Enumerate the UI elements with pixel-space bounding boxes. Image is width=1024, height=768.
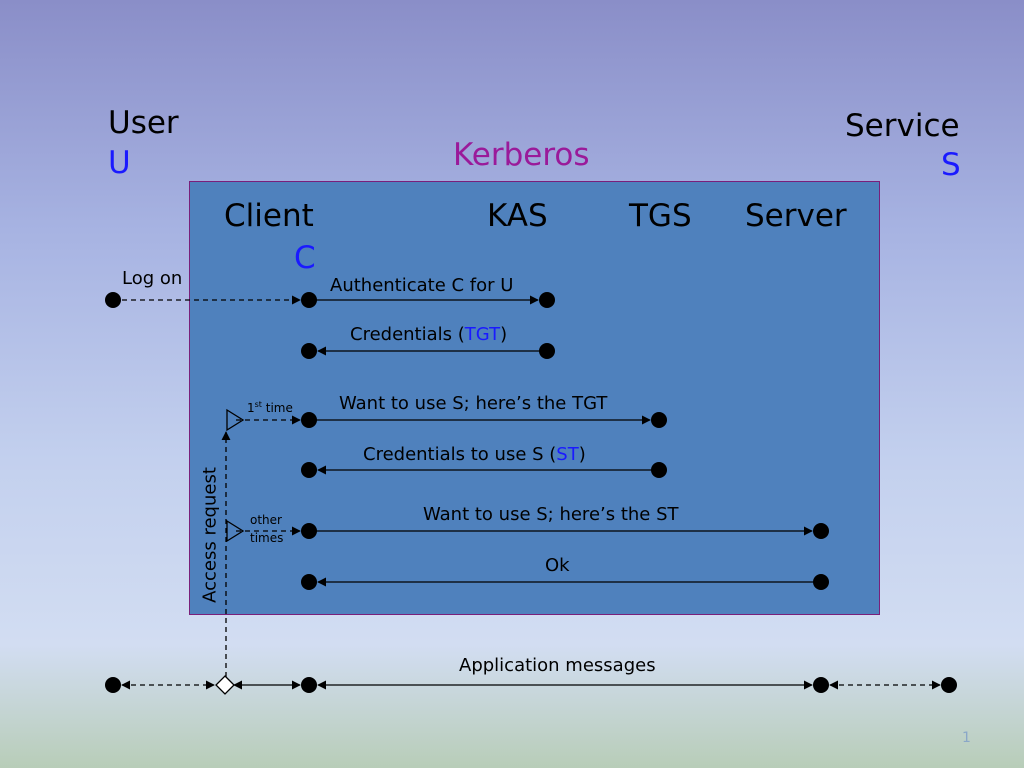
client-symbol: C [294,240,316,276]
dot [651,462,667,478]
access-diamond [215,675,235,695]
application-messages-label: Application messages [459,655,656,676]
dot [813,574,829,590]
other-times-triangle [226,519,245,543]
user-symbol: U [108,145,131,181]
dot [539,343,555,359]
dot [105,292,121,308]
other-label: other [250,513,282,527]
tgs-header: TGS [629,198,692,234]
times-label: times [250,531,284,545]
tgt-token: TGT [464,324,501,345]
dot [105,677,121,693]
authenticate-label: Authenticate C for U [330,275,514,296]
credentials-suffix: ) [500,324,508,345]
cred-s-prefix: Credentials to use S ( [363,444,557,465]
client-header: Client [224,198,314,234]
cred-s-suffix: ) [578,444,586,465]
st-token: ST [556,444,579,465]
want-tgt-label: Want to use S; here’s the TGT [339,393,608,414]
ok-label: Ok [545,555,570,576]
dot [301,292,317,308]
first-time-label: 1st time [247,400,293,415]
first-sup: st [254,400,262,409]
service-symbol: S [941,147,961,183]
kas-header: KAS [487,198,548,234]
log-on-label: Log on [122,268,183,289]
server-header: Server [745,198,847,234]
dot [301,574,317,590]
kerberos-box [189,181,880,615]
credentials-st-label: Credentials to use S (ST) [363,446,586,464]
dot [301,412,317,428]
service-title: Service [845,108,960,144]
credentials-prefix: Credentials ( [350,324,465,345]
kerberos-title: Kerberos [453,137,590,173]
first-word: time [261,401,293,415]
dot [539,292,555,308]
dot [301,523,317,539]
first-num: 1 [247,401,255,415]
dot [813,677,829,693]
dot [301,462,317,478]
first-time-triangle [226,408,245,432]
user-title: User [108,105,179,141]
access-request-label: Access request [199,467,221,603]
dot [813,523,829,539]
credentials-tgt-label: Credentials (TGT) [350,326,507,344]
page-number: 1 [962,730,971,746]
want-st-label: Want to use S; here’s the ST [423,504,679,525]
dot [941,677,957,693]
dot [651,412,667,428]
dot [301,677,317,693]
dot [301,343,317,359]
